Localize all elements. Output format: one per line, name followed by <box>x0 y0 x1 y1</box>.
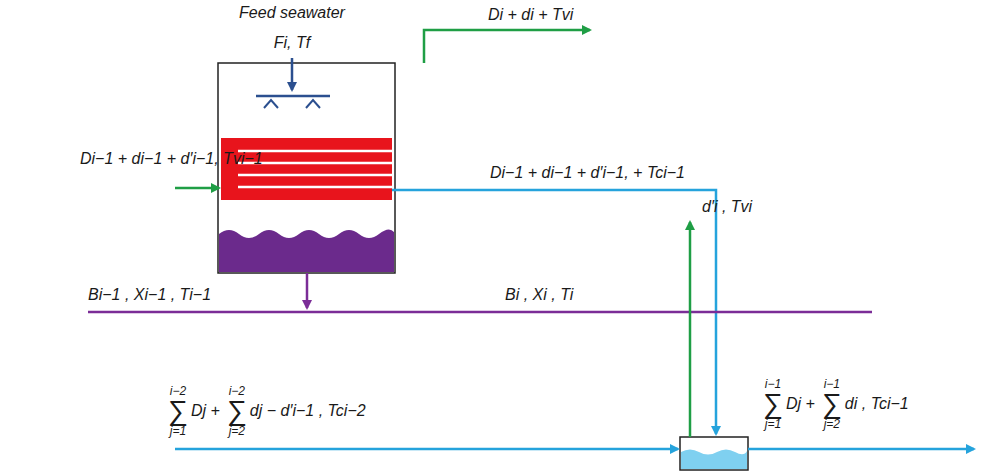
brine-pool <box>219 229 394 272</box>
stream-term: di , Tci−1 <box>845 395 909 413</box>
stream-label: d′i , Tvi <box>702 198 752 216</box>
stream-term: Dj + <box>786 395 815 413</box>
stream-label: Di−1 + di−1 + d′i−1, + Tci−1 <box>490 164 685 182</box>
summation-limit: i−2 <box>170 385 186 397</box>
spray-nozzles <box>264 100 320 108</box>
vapour-in-line <box>175 187 219 190</box>
summation: i−1∑j=1 <box>763 378 783 430</box>
feed-line <box>291 58 294 90</box>
distillate-out-line <box>748 448 974 451</box>
stream-label: Bi−1 , Xi−1 , Ti−1 <box>88 286 211 304</box>
brine-header <box>88 311 872 314</box>
summation-limit: i−2 <box>229 385 245 397</box>
summation: i−2∑j=1 <box>168 385 188 437</box>
stream-label: Di−1 + di−1 + d′i−1, Tvi−1 <box>80 150 263 168</box>
effect-vessel <box>218 63 395 273</box>
stream-label: i−1∑j=1Dj +i−1∑j=2di , Tci−1 <box>760 378 913 430</box>
summation-sign: ∑ <box>227 397 247 425</box>
stream-term: dj − d′i−1 , Tci−2 <box>250 402 366 420</box>
summation-limit: i−1 <box>765 378 781 390</box>
summation-limit: j=1 <box>765 418 781 430</box>
summation: i−2∑j=2 <box>227 385 247 437</box>
stream-label: Di + di + Tvi <box>488 6 573 24</box>
flash-water <box>681 450 747 470</box>
summation-limit: j=1 <box>170 425 186 437</box>
flash-box <box>680 437 748 470</box>
summation-limit: j=2 <box>229 425 245 437</box>
summation-limit: j=2 <box>824 418 840 430</box>
brine-out-line <box>306 273 309 308</box>
summation-limit: i−1 <box>824 378 840 390</box>
summation-sign: ∑ <box>763 390 783 418</box>
summation-sign: ∑ <box>168 397 188 425</box>
summation-sign: ∑ <box>822 390 842 418</box>
vapour-out-line <box>424 30 590 63</box>
summation: i−1∑j=2 <box>822 378 842 430</box>
distillate-in-line <box>175 448 678 451</box>
stream-term: Dj + <box>191 402 220 420</box>
stream-label: Fi, Tf <box>274 34 310 52</box>
spray-bar <box>256 95 330 98</box>
stream-label: Bi , Xi , Ti <box>505 286 573 304</box>
heat-exchanger <box>221 138 392 200</box>
stream-label: i−2∑j=1Dj +i−2∑j=2dj − d′i−1 , Tci−2 <box>165 385 370 437</box>
flash-vapour-line <box>689 222 692 437</box>
stream-title: Feed seawater <box>239 4 345 22</box>
